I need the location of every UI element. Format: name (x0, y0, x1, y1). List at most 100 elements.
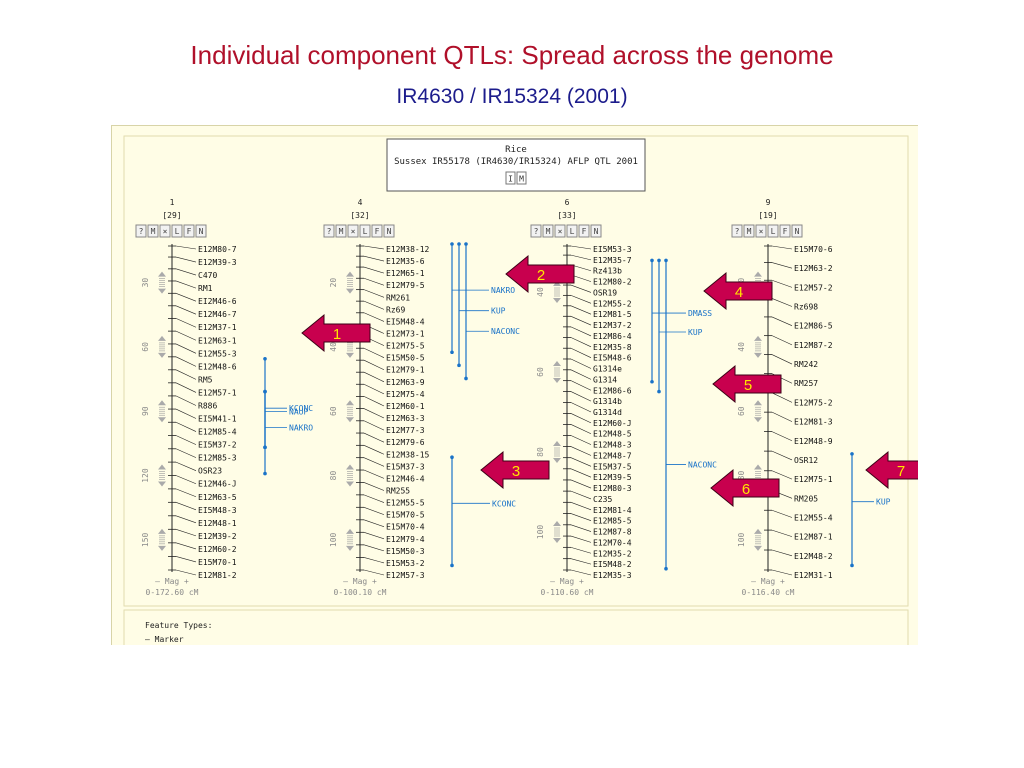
control-button[interactable] (554, 224, 566, 238)
marker-connector (175, 318, 197, 328)
control-button[interactable] (590, 224, 602, 238)
qtl-label: NACONC (491, 327, 520, 336)
control-button[interactable] (371, 224, 383, 238)
control-button[interactable] (767, 224, 779, 238)
marker-label: E12M80-3 (593, 484, 632, 493)
mag-control: – Mag + (155, 577, 189, 586)
marker-connector (175, 435, 197, 445)
mag-control: – Mag + (343, 577, 377, 586)
marker-connector (771, 279, 793, 288)
control-button[interactable] (566, 224, 578, 238)
marker-label: E12M57-3 (386, 571, 425, 580)
control-button[interactable] (755, 224, 767, 238)
marker-label: E12M63-5 (198, 493, 237, 502)
qtl-dmass: DMASS (650, 258, 712, 384)
qtl-end (657, 389, 661, 394)
map-header-button-m[interactable] (516, 171, 527, 185)
qtl-end (850, 452, 854, 456)
control-button-label: M (747, 227, 752, 236)
marker-label: E15M70-6 (794, 245, 833, 254)
marker-connector (175, 515, 197, 524)
marker-label: E12M48-5 (593, 430, 632, 439)
marker-connector (175, 542, 197, 550)
marker-connector (771, 298, 793, 307)
marker-label: G1314d (593, 408, 622, 417)
qtl-end (850, 563, 854, 568)
marker-connector (570, 490, 592, 500)
arrow-label: 4 (735, 284, 743, 301)
slide-title: Individual component QTLs: Spread across… (190, 40, 834, 70)
marker-label: E12M60-2 (198, 545, 237, 554)
marker-connector (570, 424, 592, 435)
marker-connector (175, 502, 197, 511)
marker-label: C235 (593, 495, 612, 504)
marker-connector (175, 382, 197, 393)
control-button[interactable] (542, 224, 554, 238)
range-label: 0-116.40 cM (742, 588, 795, 597)
control-button-label: × (351, 227, 356, 236)
marker-label: E12M37-2 (593, 321, 632, 330)
marker-connector (175, 293, 197, 302)
chromosome-number: 4 (358, 198, 363, 207)
marker-connector (771, 316, 793, 326)
control-button[interactable] (323, 224, 335, 238)
marker-label: E12M48-7 (593, 451, 632, 460)
map-header-button-i-label: I (508, 175, 513, 184)
marker-label: E12M80-7 (198, 245, 237, 254)
marker-connector (570, 358, 592, 369)
marker-connector (570, 446, 592, 456)
control-button-label: × (759, 227, 764, 236)
marker-connector (175, 475, 197, 484)
control-button[interactable] (530, 224, 542, 238)
control-button[interactable] (743, 224, 755, 238)
control-button[interactable] (578, 224, 590, 238)
control-button[interactable] (147, 224, 159, 238)
qtl-naconc: NACONC (664, 258, 717, 571)
qtl-end (664, 258, 668, 263)
control-button[interactable] (335, 224, 347, 238)
control-button[interactable] (183, 224, 195, 238)
control-button[interactable] (171, 224, 183, 238)
control-button[interactable] (779, 224, 791, 238)
control-button-label: N (795, 227, 800, 236)
qtl-intervals: KCONCNAUPNAKRONAKROKUPNACONCKCONCDMASSKU… (263, 242, 891, 571)
control-button[interactable] (731, 224, 743, 238)
scale-arrow-down (158, 417, 166, 423)
control-button[interactable] (791, 224, 803, 238)
marker-connector (175, 488, 197, 498)
scale-arrow-up (754, 528, 762, 534)
control-button-label: L (175, 227, 180, 236)
scale-arrow-up (553, 441, 561, 446)
scale-label: 40 (536, 287, 545, 297)
marker-label: E12M35-7 (593, 256, 632, 265)
marker-connector (363, 507, 385, 515)
marker-label: EI5M37-5 (593, 462, 632, 471)
control-button[interactable] (383, 224, 395, 238)
control-button-label: N (199, 227, 204, 236)
control-button[interactable] (359, 224, 371, 238)
marker-label: RM242 (794, 360, 818, 369)
feature-legend-heading: Feature Types: (145, 621, 212, 630)
qtl-kup: KUP (457, 242, 506, 368)
control-button[interactable] (159, 224, 171, 238)
arrow-shape (865, 450, 918, 490)
control-button[interactable] (347, 224, 359, 238)
marker-label: E12M48-2 (794, 552, 833, 561)
marker-label: E12M79-5 (386, 281, 425, 290)
control-button-label: L (570, 227, 575, 236)
marker-connector (363, 300, 385, 310)
scale-label: 100 (737, 532, 746, 547)
marker-connector (175, 395, 197, 406)
marker-label: E12M39-2 (198, 532, 237, 541)
control-button-label: F (783, 227, 788, 236)
marker-connector (771, 450, 793, 461)
marker-label: E12M63-3 (386, 414, 425, 423)
control-button[interactable] (135, 224, 147, 238)
control-button[interactable] (195, 224, 207, 238)
scale-arrow-up (346, 400, 354, 406)
marker-label: EI5M48-4 (386, 317, 425, 326)
marker-connector (363, 312, 385, 322)
marker-connector (175, 421, 197, 432)
map-header-button-i[interactable] (505, 171, 516, 185)
feature-legend-box (123, 609, 909, 645)
